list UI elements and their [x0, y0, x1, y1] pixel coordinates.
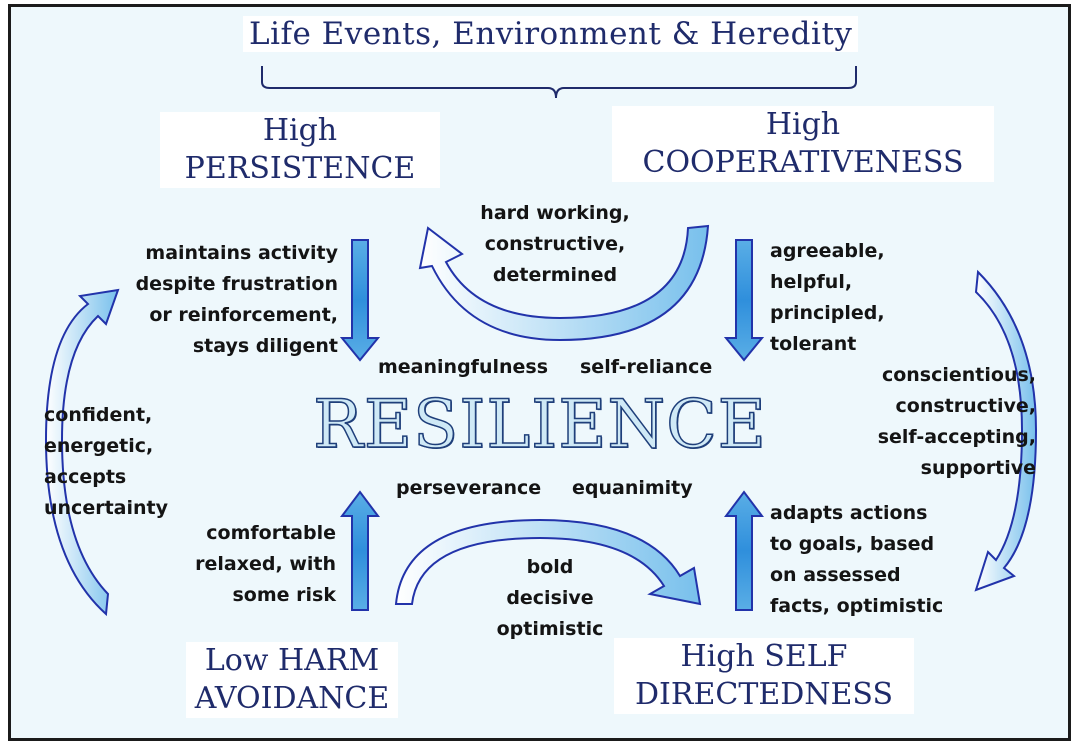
label-bottom-arc: bold decisive optimistic: [496, 556, 604, 640]
title-bracket: [261, 66, 857, 99]
persistence-down-arrow: [339, 239, 381, 362]
resilience-heading: RESILIENCE: [312, 385, 767, 464]
cooperativeness-down-arrow: [723, 239, 765, 362]
node-self-directedness: High SELF DIRECTEDNESS: [614, 638, 914, 714]
trait-equanimity: equanimity: [572, 477, 693, 499]
label-cooperativeness-arrow: agreeable, helpful, principled, tolerant: [770, 240, 885, 355]
diagram-title: Life Events, Environment & Heredity: [243, 16, 859, 52]
self-directedness-up-arrow: [724, 490, 764, 611]
bottom-curved-arrow: [394, 518, 702, 606]
left-curved-arrow: [44, 288, 120, 617]
right-curved-arrow: [974, 269, 1038, 592]
node-cooperativeness: High COOPERATIVENESS: [612, 106, 994, 182]
trait-meaningfulness: meaningfulness: [378, 356, 549, 378]
label-self-directedness-arrow: adapts actions to goals, based on assess…: [770, 502, 944, 617]
label-harm-arrow: comfortable relaxed, with some risk: [195, 522, 336, 606]
top-curved-arrow: [418, 224, 710, 342]
trait-self-reliance: self-reliance: [580, 356, 713, 378]
label-persistence-arrow: maintains activity despite frustration o…: [135, 242, 338, 357]
label-top-arc: hard working, constructive, determined: [480, 202, 630, 286]
label-right-arc: conscientious, constructive, self-accept…: [877, 364, 1036, 479]
harm-avoidance-up-arrow: [340, 490, 380, 611]
node-persistence: High PERSISTENCE: [160, 112, 440, 188]
label-left-arc: confident, energetic, accepts uncertaint…: [44, 404, 168, 519]
node-harm-avoidance: Low HARM AVOIDANCE: [186, 642, 398, 718]
trait-perseverance: perseverance: [396, 477, 542, 499]
